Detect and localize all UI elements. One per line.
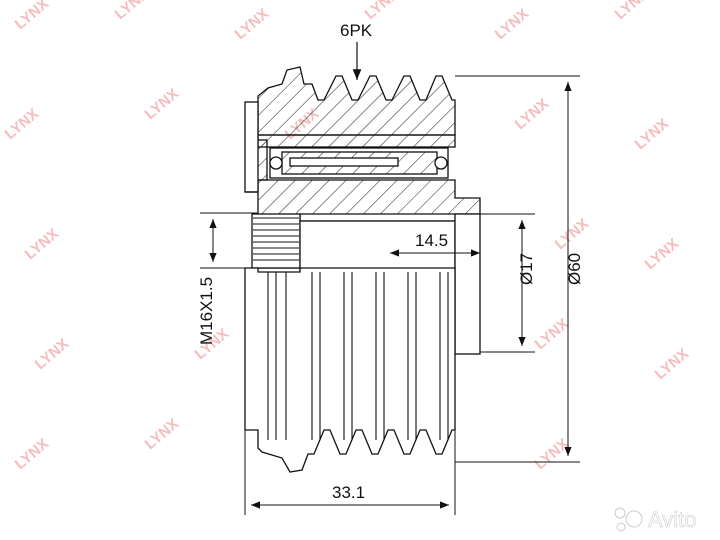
watermark-lynx: LYNX [642, 235, 683, 273]
watermark-lynx: LYNX [632, 115, 673, 153]
watermark-lynx: LYNX [142, 415, 183, 453]
avito-badge-text: Avito [648, 507, 697, 532]
watermark-lynx: LYNX [612, 0, 653, 23]
overall-length-label: 33.1 [332, 483, 365, 502]
watermark-lynx: LYNX [532, 435, 573, 473]
outer-diameter-dimension [455, 75, 580, 463]
hub-length-label: 14.5 [415, 231, 448, 250]
belt-profile-label: 6PK [340, 21, 373, 40]
watermark-lynx: LYNX [362, 0, 403, 23]
avito-logo-icon [614, 507, 626, 519]
outer-diameter-label: Ø60 [565, 253, 584, 285]
watermark-lynx: LYNX [492, 5, 533, 43]
watermark-lynx: LYNX [512, 95, 553, 133]
watermark-lynx: LYNX [12, 0, 53, 33]
watermark-lynx: LYNX [142, 85, 183, 123]
watermark-lynx: LYNX [232, 5, 273, 43]
watermark-lynx: LYNX [112, 0, 153, 23]
overall-length-dimension [244, 430, 456, 515]
watermark-lynx: LYNX [652, 345, 693, 383]
watermark-lynx: LYNX [552, 215, 593, 253]
watermark-lynx: LYNX [32, 335, 73, 373]
watermark-lynx: LYNX [532, 315, 573, 353]
thread-dimension [200, 212, 258, 269]
inner-diameter-label: Ø17 [517, 253, 536, 285]
watermark-lynx: LYNX [22, 225, 63, 263]
belt-profile-dimension: 6PK [340, 21, 373, 80]
watermark-lynx: LYNX [12, 435, 53, 473]
groove-ridges [253, 217, 449, 440]
pulley-section-top [244, 66, 481, 269]
watermark-lynx: LYNX [2, 105, 43, 143]
avito-badge: Avito [614, 507, 697, 532]
avito-logo-icon-dot [625, 510, 643, 528]
pulley-exterior-bottom [244, 213, 481, 473]
avito-logo-icon-dot-small [616, 522, 626, 532]
thread-label: M16X1.5 [197, 277, 216, 345]
inner-diameter-dimension [455, 213, 535, 353]
